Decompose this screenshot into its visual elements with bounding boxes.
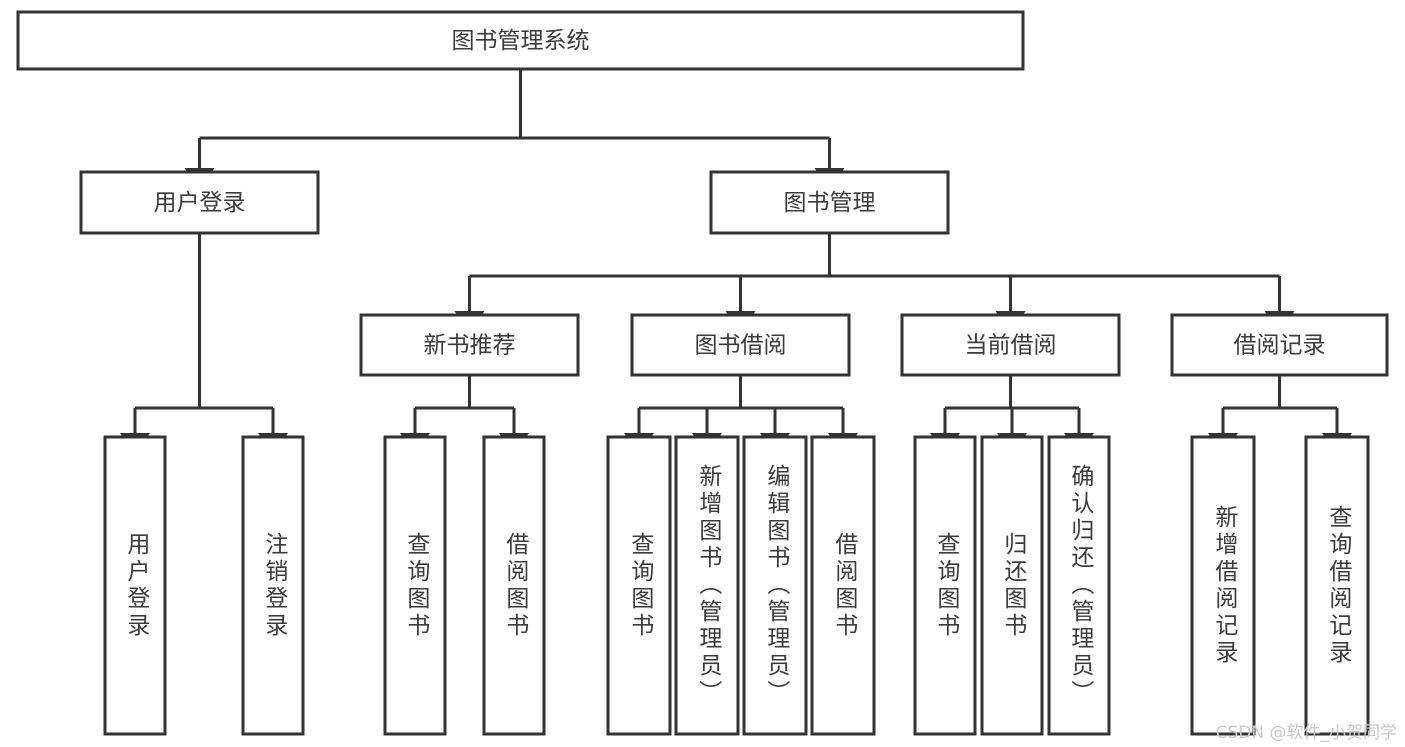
node-level3-1[interactable]	[630, 313, 851, 377]
node-level2-label-1: 图书管理	[784, 190, 876, 216]
node-leaf-1[interactable]	[241, 435, 305, 736]
node-level3-label-2: 当前借阅	[965, 333, 1057, 359]
node-leaf-10[interactable]	[1047, 435, 1111, 736]
node-level3-2[interactable]	[900, 313, 1121, 377]
node-leaf-2[interactable]	[383, 435, 447, 736]
node-level3-0[interactable]	[359, 313, 580, 377]
node-leaf-0[interactable]	[103, 435, 167, 736]
node-root-book-system[interactable]	[16, 10, 1025, 71]
connector-edges	[120, 69, 1352, 456]
node-boxes	[16, 10, 1389, 736]
node-level3-3[interactable]	[1170, 313, 1389, 377]
node-root-label: 图书管理系统	[452, 28, 590, 54]
node-leaf-9[interactable]	[980, 435, 1044, 736]
node-leaf-7[interactable]	[810, 435, 876, 736]
watermark-text: CSDN @软件_小贺同学	[1215, 723, 1397, 743]
node-level2-1[interactable]	[709, 170, 950, 235]
node-level3-label-0: 新书推荐	[424, 333, 516, 359]
node-level3-label-3: 借阅记录	[1234, 333, 1326, 359]
node-leaf-3[interactable]	[482, 435, 546, 736]
node-level3-label-1: 图书借阅	[695, 333, 787, 359]
node-leaf-8[interactable]	[913, 435, 977, 736]
node-leaf-5[interactable]	[674, 435, 740, 736]
node-level2-label-0: 用户登录	[154, 190, 246, 216]
node-leaf-11[interactable]	[1190, 435, 1256, 736]
node-leaf-4[interactable]	[606, 435, 672, 736]
node-level2-0[interactable]	[79, 170, 320, 235]
node-leaf-12[interactable]	[1304, 435, 1370, 736]
node-leaf-6[interactable]	[742, 435, 808, 736]
